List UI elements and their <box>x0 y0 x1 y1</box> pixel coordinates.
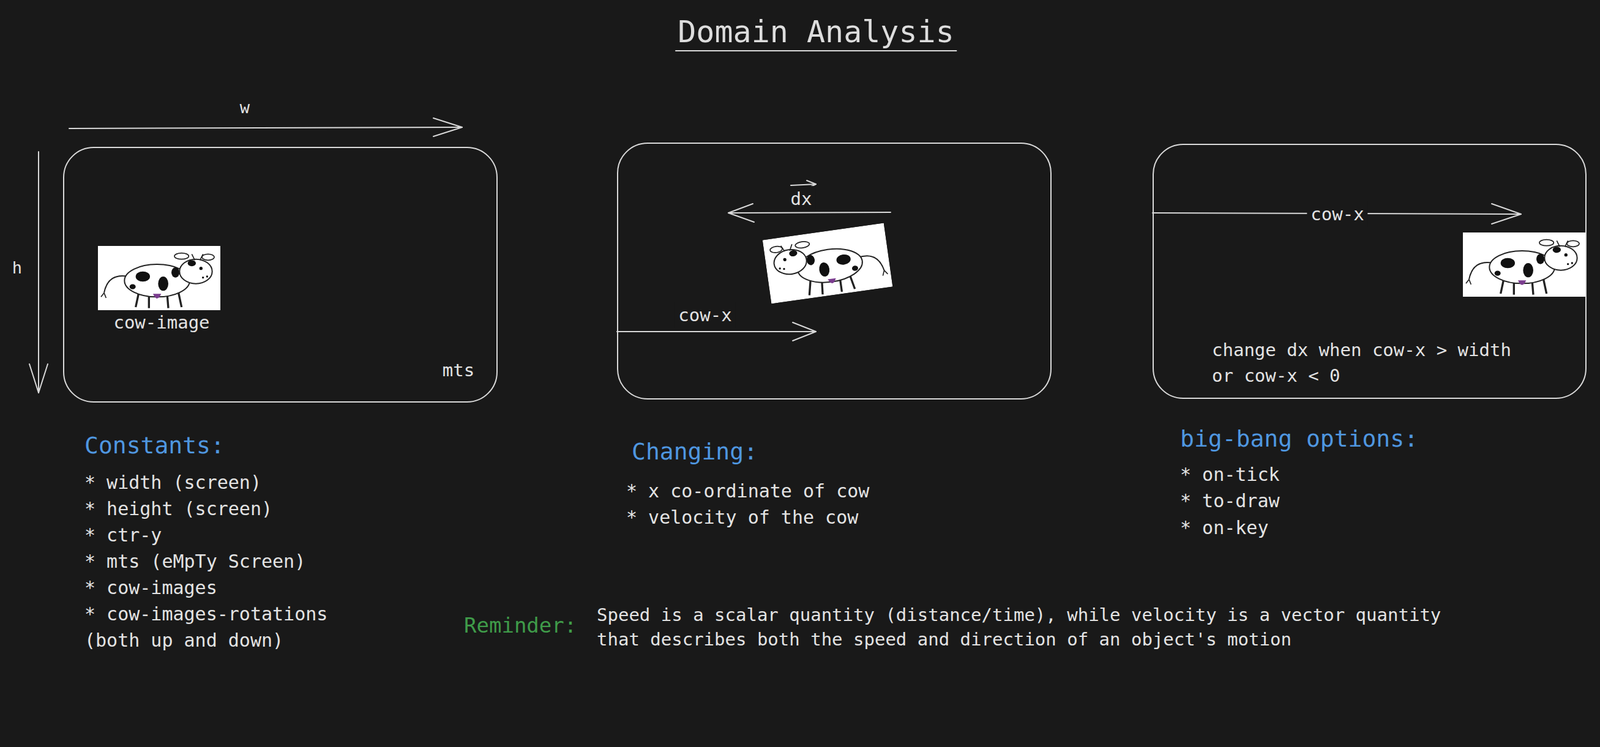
list-item: * width (screen) <box>84 469 262 496</box>
list-item: * velocity of the cow <box>626 504 859 531</box>
label-holder: * mts (eMpTy Screen) <box>84 548 306 575</box>
label-holder: * cow-images-rotations (both up and down… <box>84 601 373 654</box>
label-holder: * x co-ordinate of cow <box>626 478 870 505</box>
section-heading: big-bang options: <box>1180 422 1419 456</box>
image-label: cow-image <box>113 309 210 336</box>
label-holder: * height (screen) <box>84 495 273 523</box>
label-holder: * on-tick <box>1180 461 1280 488</box>
velocity-arrow <box>728 212 891 214</box>
label-holder: Reminder: <box>463 610 577 641</box>
list-item: * height (screen) <box>84 495 273 523</box>
list-item: * cow-images-rotations (both up and down… <box>84 601 373 654</box>
reminder-text: Speed is a scalar quantity (distance/tim… <box>596 602 1466 652</box>
list-item: * mts (eMpTy Screen) <box>84 548 306 575</box>
label-holder: * cow-images <box>84 574 218 602</box>
title-holder: Domain Analysis <box>675 13 957 52</box>
text-holder: cow-image <box>113 309 210 336</box>
position-arrow <box>616 331 816 333</box>
cow-picture <box>762 223 894 305</box>
text-holder: dx <box>787 186 816 212</box>
dimension-label: w <box>239 95 250 120</box>
list-item: * on-tick <box>1180 461 1280 488</box>
text-holder: cow-x <box>1306 201 1368 228</box>
text-holder: change dx when cow-x > width or cow-x < … <box>1211 337 1531 389</box>
cow-picture <box>1462 232 1586 297</box>
arrow-head <box>728 203 755 223</box>
arrow-head <box>792 322 816 341</box>
label-holder: Constants: <box>84 429 225 463</box>
label-holder: h <box>12 255 23 280</box>
label-holder: w <box>239 95 250 120</box>
label-holder: * to-draw <box>1180 487 1280 515</box>
label-holder: Changing: <box>631 435 758 469</box>
label-holder: * on-key <box>1180 514 1269 542</box>
list-item: * cow-images <box>84 574 218 602</box>
width-arrow <box>69 127 463 129</box>
list-item: * to-draw <box>1180 487 1280 515</box>
text-holder: cow-x <box>674 302 736 329</box>
scene-box: cow-image mts <box>63 146 498 403</box>
diagram-title: Domain Analysis <box>675 13 957 52</box>
label-holder: big-bang options: <box>1180 422 1419 456</box>
cow-picture <box>97 246 221 311</box>
arrow-head <box>433 118 463 137</box>
arrow-head <box>29 364 48 393</box>
vector-mark <box>790 184 816 186</box>
scene-box: dx cow-x <box>616 142 1052 400</box>
position-label: cow-x <box>1306 201 1368 228</box>
position-label: cow-x <box>674 302 736 329</box>
rule-note: change dx when cow-x > width or cow-x < … <box>1211 337 1531 389</box>
dimension-label: h <box>12 255 23 280</box>
label-holder: * width (screen) <box>84 469 262 496</box>
label-holder: Speed is a scalar quantity (distance/tim… <box>596 602 1466 652</box>
text-holder: mts <box>442 357 475 384</box>
arrow-head <box>1491 203 1522 225</box>
scene-box: cow-x change dx when cow-x > width or cow… <box>1152 143 1587 400</box>
velocity-label: dx <box>787 186 816 212</box>
section-heading: Constants: <box>84 429 225 463</box>
label-holder: * ctr-y <box>84 522 162 549</box>
reminder-heading: Reminder: <box>463 610 577 641</box>
label-holder: * velocity of the cow <box>626 504 859 531</box>
height-arrow <box>37 151 40 393</box>
list-item: * on-key <box>1180 514 1269 542</box>
list-item: * ctr-y <box>84 522 162 549</box>
list-item: * x co-ordinate of cow <box>626 478 870 505</box>
section-heading: Changing: <box>631 435 758 469</box>
screen-label: mts <box>442 357 475 384</box>
